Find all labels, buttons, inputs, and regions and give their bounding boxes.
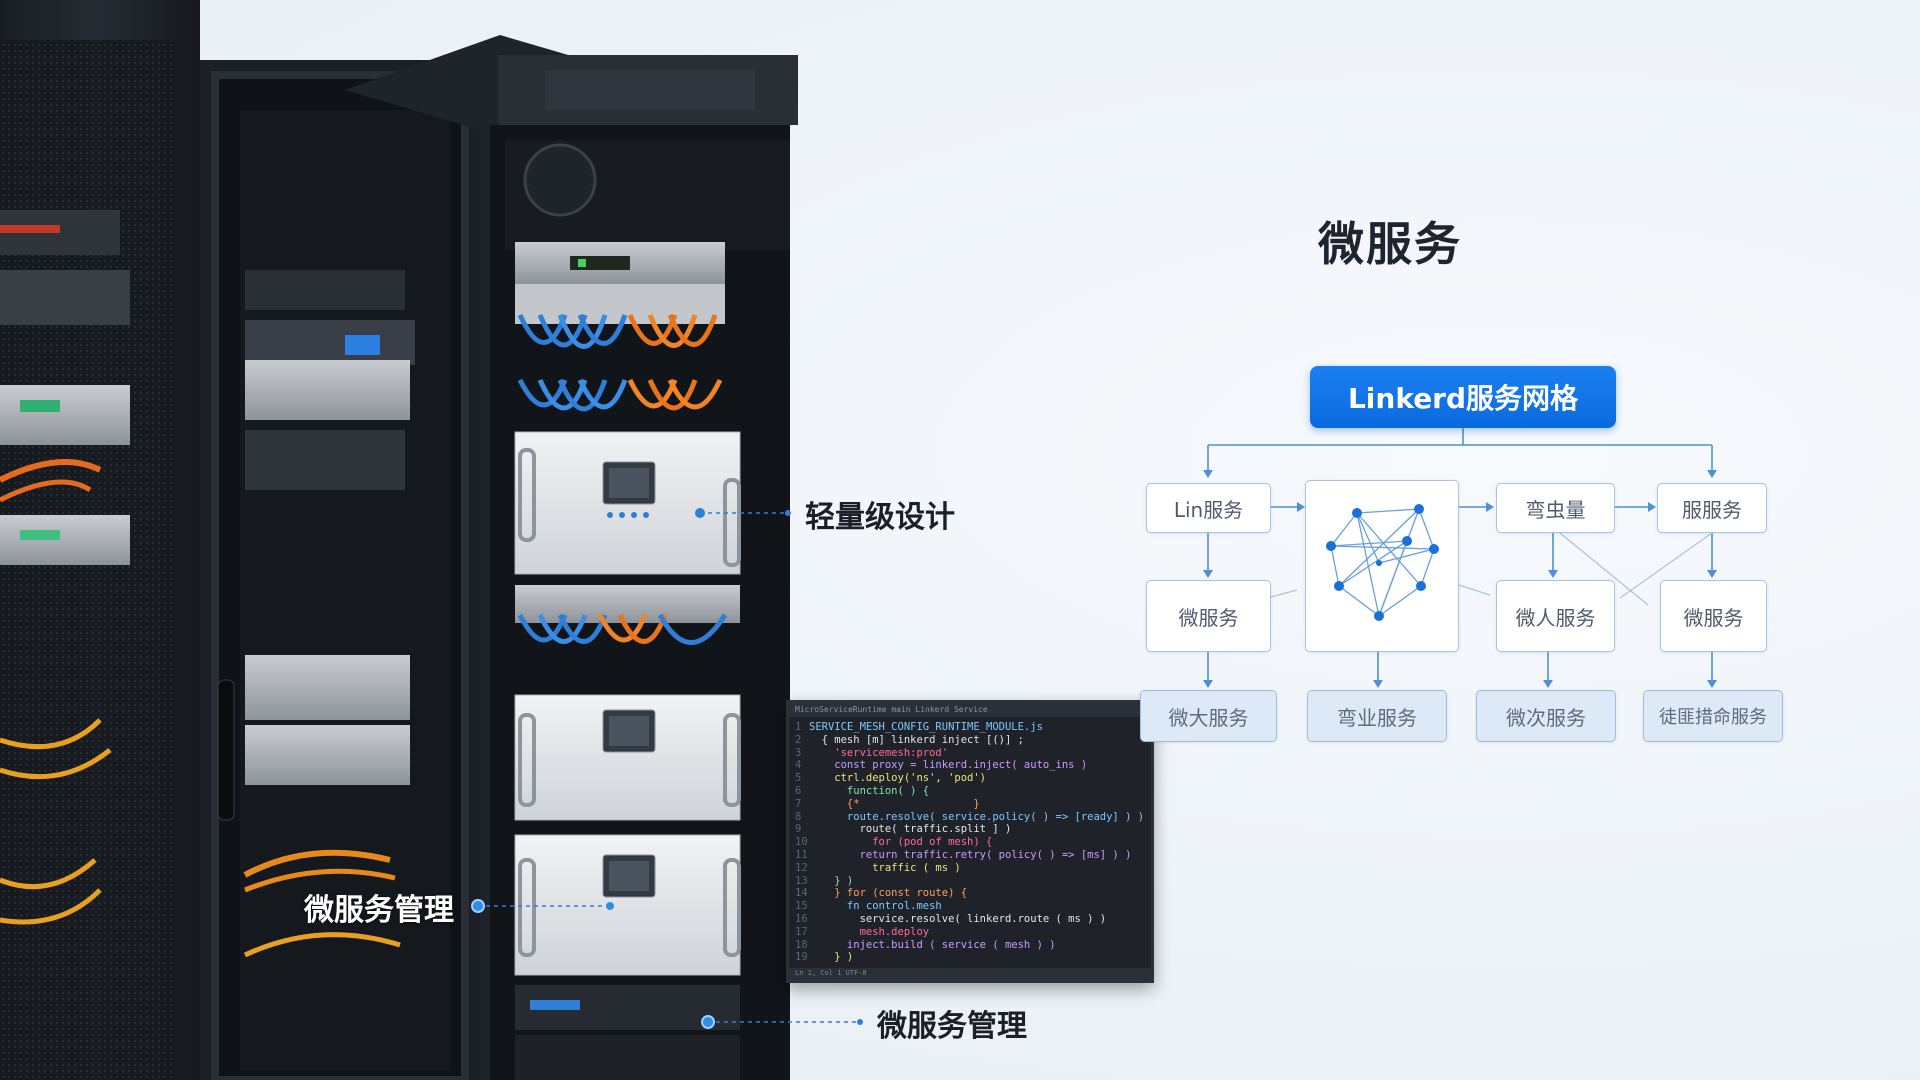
node-microservice-right[interactable]: 微服务 — [1660, 580, 1767, 652]
code-line: 12 traffic ( ms ) — [795, 861, 961, 874]
rack-front — [345, 35, 798, 1080]
rack-middle — [200, 60, 480, 1080]
code-line: 13 } ) — [795, 874, 854, 887]
code-line: 5 ctrl.deploy('ns', 'pod') — [795, 772, 987, 785]
node-bottom-1[interactable]: 微大服务 — [1140, 690, 1277, 742]
code-line: 10 for (pod of mesh) { — [795, 836, 993, 849]
page-title: 微服务 — [1318, 217, 1462, 271]
code-line: 15 fn control.mesh — [795, 900, 942, 913]
linkerd-service-mesh-node[interactable]: Linkerd服务网格 — [1310, 366, 1616, 428]
code-line: 17 mesh.deploy — [795, 925, 930, 938]
callout-microservice-management: 微服务管理 — [304, 893, 454, 928]
code-line: 3 'servicemesh:prod' — [795, 746, 949, 759]
code-line: 18 inject.build ( service ( mesh ) ) — [795, 938, 1056, 951]
rack-left — [0, 0, 200, 1080]
code-status-bar: Ln 1, Col 1 UTF-8 — [789, 968, 1151, 980]
code-line: 16 service.resolve( linkerd.route ( ms )… — [795, 912, 1107, 925]
node-traffic[interactable]: 弯虫量 — [1496, 483, 1615, 533]
node-mesh-network[interactable] — [1305, 480, 1459, 652]
callout-lightweight-design: 轻量级设计 — [805, 500, 955, 535]
server-rack-illustration — [0, 0, 798, 1080]
code-line: 14 } for (const route) { — [795, 887, 968, 900]
mesh-network-icon — [1326, 504, 1439, 621]
node-bottom-3[interactable]: 微次服务 — [1476, 690, 1616, 742]
code-line: 7 {* } — [795, 797, 980, 810]
code-line: 19 } ) — [795, 951, 854, 964]
code-editor-tabs: MicroServiceRuntime main Linkerd Service — [789, 703, 1151, 717]
callout-microservice-management-bottom: 微服务管理 — [877, 1009, 1027, 1044]
code-editor-screen: MicroServiceRuntime main Linkerd Service… — [786, 700, 1154, 983]
code-line: 4 const proxy = linkerd.inject( auto_ins… — [795, 759, 1088, 772]
node-bottom-4[interactable]: 徒匪措命服务 — [1643, 690, 1783, 742]
code-line: 9 route( traffic.split ] ) — [795, 823, 1012, 836]
code-line: 8 route.resolve( service.policy( ) => [r… — [795, 810, 1145, 823]
node-bottom-2[interactable]: 弯业服务 — [1307, 690, 1447, 742]
node-microservice-left[interactable]: 微服务 — [1146, 580, 1271, 652]
node-microservice-middle[interactable]: 微人服务 — [1496, 580, 1615, 652]
code-line: 11 return traffic.retry( policy( ) => [m… — [795, 848, 1132, 861]
node-lin-service[interactable]: Lin服务 — [1146, 483, 1271, 533]
code-line: 2 { mesh [m] linkerd inject [()] ; — [795, 733, 1024, 746]
node-service-right[interactable]: 服服务 — [1657, 483, 1767, 533]
code-line: 6 function( ) { — [795, 784, 930, 797]
